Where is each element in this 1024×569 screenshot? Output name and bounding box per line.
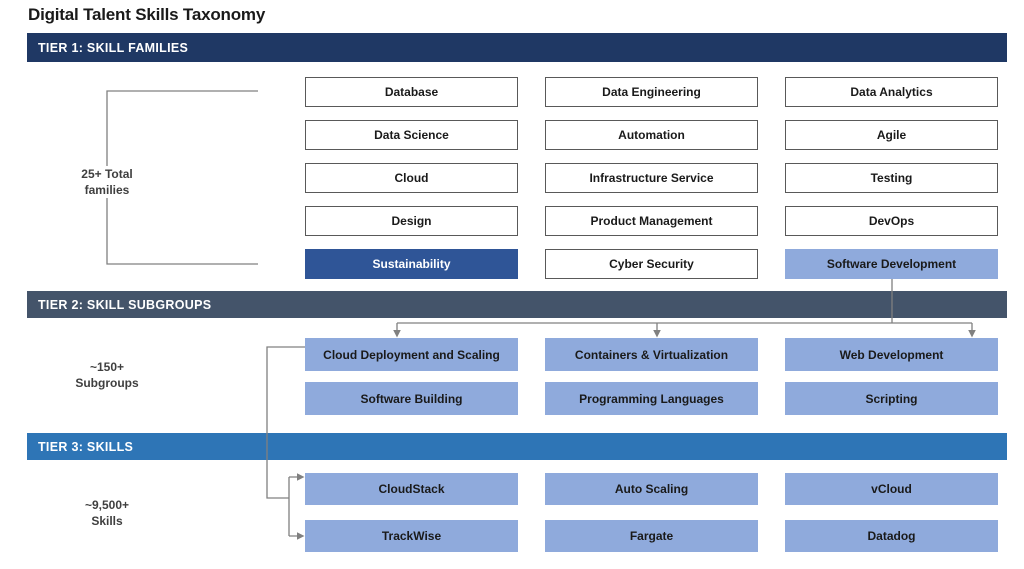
- skill-family-box: Cloud: [305, 163, 518, 193]
- tier1-count-line2: families: [84, 183, 130, 197]
- skill-subgroup-box: Scripting: [785, 382, 998, 415]
- tier3-banner: TIER 3: SKILLS: [27, 433, 1007, 460]
- skill-subgroup-box: Cloud Deployment and Scaling: [305, 338, 518, 371]
- skill-subgroup-box: Containers & Virtualization: [545, 338, 758, 371]
- skill-family-box: Automation: [545, 120, 758, 150]
- tier1-count-line1: 25+ Total: [81, 167, 133, 181]
- skill-family-box: Design: [305, 206, 518, 236]
- skill-family-box: DevOps: [785, 206, 998, 236]
- skill-family-box: Data Science: [305, 120, 518, 150]
- skill-family-box-highlighted: Software Development: [785, 249, 998, 279]
- skill-family-box: Cyber Security: [545, 249, 758, 279]
- tier2-box-grid: Cloud Deployment and Scaling Containers …: [305, 338, 998, 415]
- skill-family-box: Database: [305, 77, 518, 107]
- tier3-count-line1: ~9,500+: [84, 498, 130, 512]
- tier2-count-line1: ~150+: [89, 360, 125, 374]
- page-title: Digital Talent Skills Taxonomy: [28, 5, 266, 24]
- skill-family-box: Testing: [785, 163, 998, 193]
- tier3-count-line2: Skills: [91, 514, 123, 528]
- skill-family-box: Product Management: [545, 206, 758, 236]
- tier1-box-grid: Database Data Engineering Data Analytics…: [305, 77, 998, 279]
- tier2-count-label: ~150+ Subgroups: [50, 359, 164, 391]
- skill-subgroup-box: Software Building: [305, 382, 518, 415]
- skill-subgroup-box: Web Development: [785, 338, 998, 371]
- tier2-banner: TIER 2: SKILL SUBGROUPS: [27, 291, 1007, 318]
- skill-family-box: Infrastructure Service: [545, 163, 758, 193]
- skill-family-box: Agile: [785, 120, 998, 150]
- skill-family-box: Data Engineering: [545, 77, 758, 107]
- skill-family-box-highlighted: Sustainability: [305, 249, 518, 279]
- tier3-box-grid: CloudStack Auto Scaling vCloud TrackWise…: [305, 473, 998, 552]
- skill-box: Datadog: [785, 520, 998, 552]
- tier1-count-label: 25+ Total families: [50, 166, 164, 198]
- tier2-count-line2: Subgroups: [75, 376, 139, 390]
- skill-box: TrackWise: [305, 520, 518, 552]
- skill-subgroup-box: Programming Languages: [545, 382, 758, 415]
- skill-family-box: Data Analytics: [785, 77, 998, 107]
- skill-box: Fargate: [545, 520, 758, 552]
- skill-box: vCloud: [785, 473, 998, 505]
- tier3-count-label: ~9,500+ Skills: [50, 497, 164, 529]
- skill-box: Auto Scaling: [545, 473, 758, 505]
- skill-box: CloudStack: [305, 473, 518, 505]
- tier1-banner: TIER 1: SKILL FAMILIES: [27, 33, 1007, 62]
